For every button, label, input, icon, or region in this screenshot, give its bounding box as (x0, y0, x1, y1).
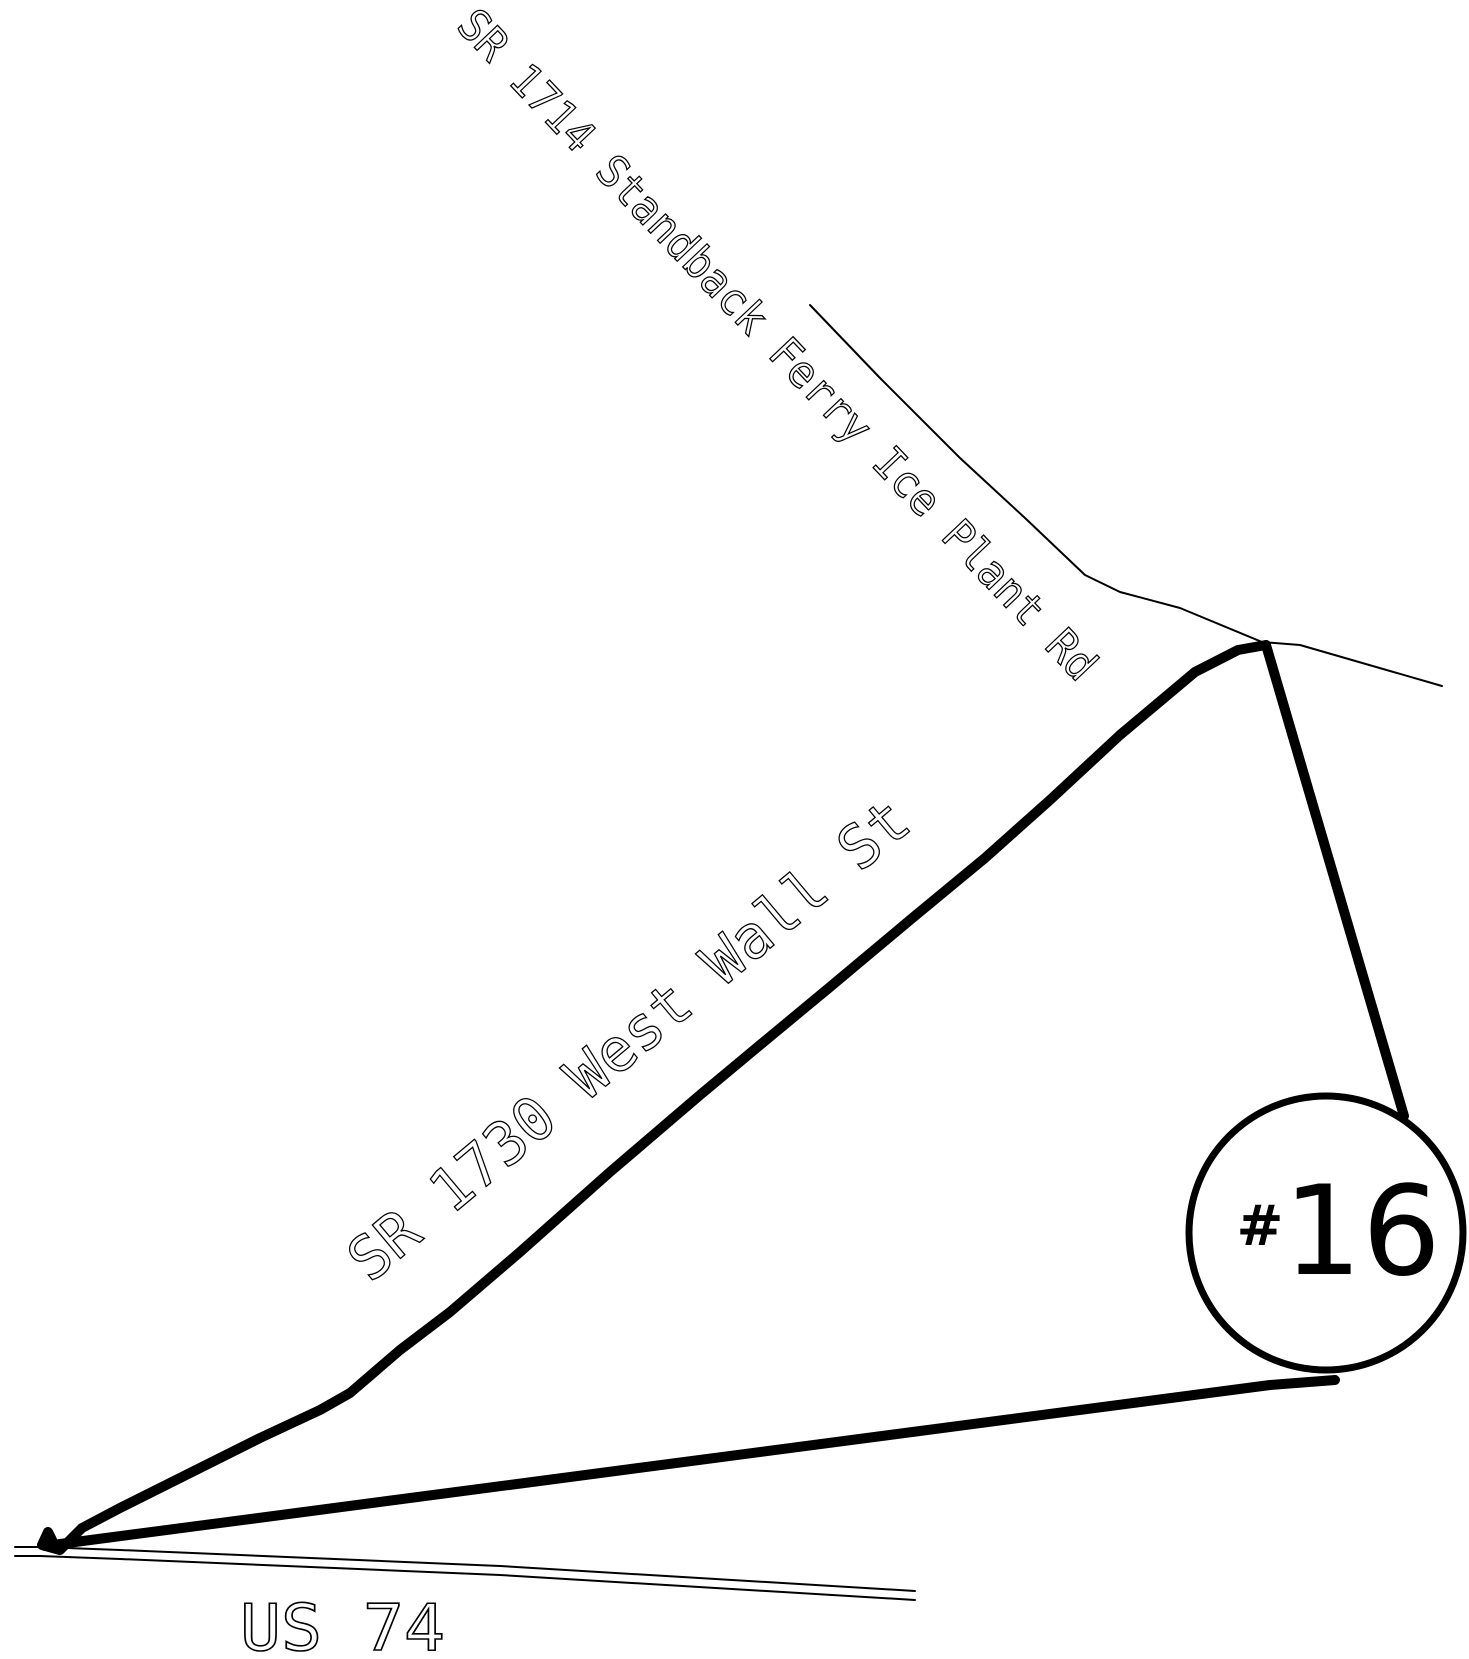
us-74-label: US 74 (240, 1592, 445, 1659)
south-boundary-line (40, 1375, 1340, 1551)
badge-circle (1185, 1092, 1467, 1374)
west-wall-st-label: SR 1730 West Wall St (335, 785, 924, 1295)
badge-number: 16 (1283, 1160, 1441, 1304)
standback-road-label: SR 1714 Standback Ferry Ice Plant Rd (447, 0, 1107, 691)
us-74-line-upper (14, 1546, 916, 1592)
east-boundary-line (1261, 640, 1409, 1121)
site-badge: # 16 (1185, 1092, 1467, 1374)
west-wall-st-boundary (37, 640, 1271, 1555)
badge-hash: # (1237, 1194, 1284, 1259)
standback-ferry-road-line (809, 304, 1443, 687)
us-74-line-lower (14, 1555, 916, 1601)
